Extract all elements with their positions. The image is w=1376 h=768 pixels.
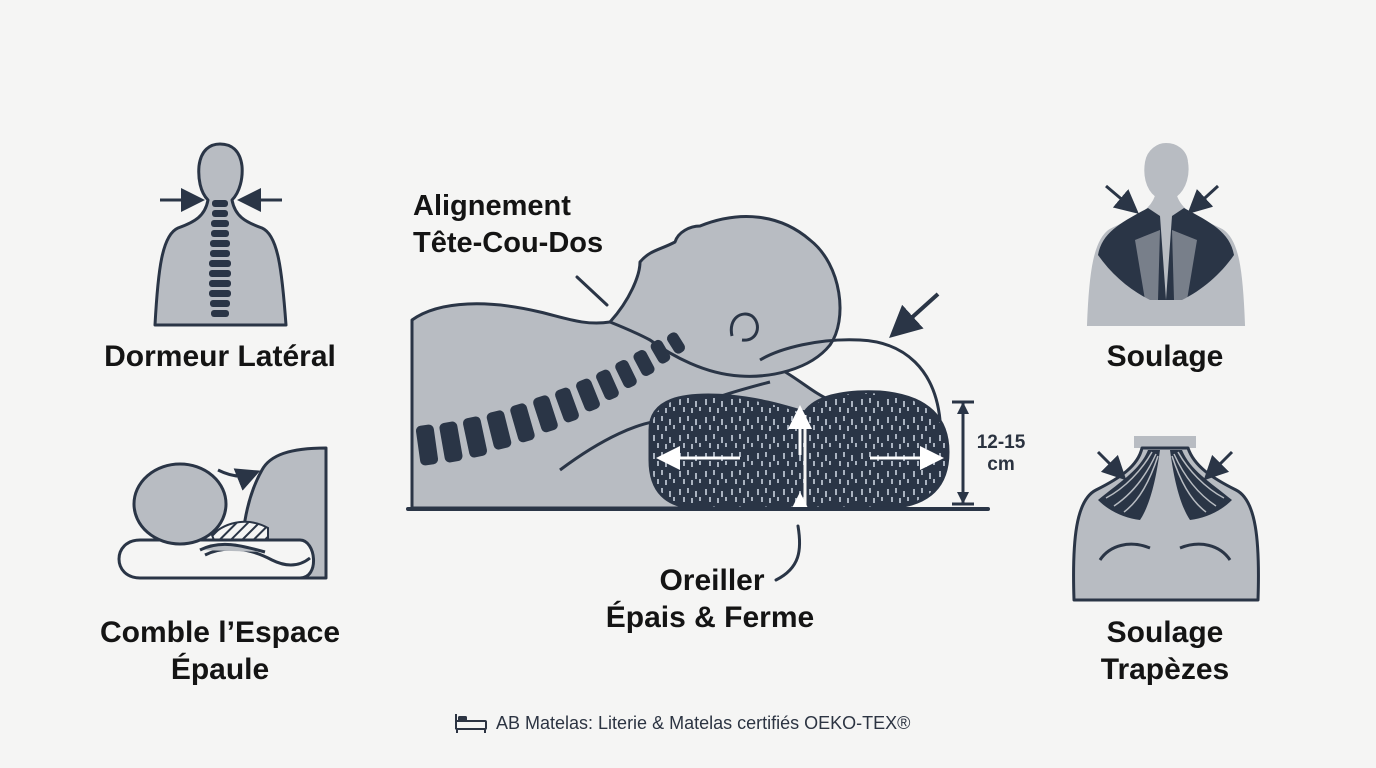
alignment-label: Alignement Tête-Cou-Dos: [413, 188, 653, 262]
pillow-line-1: Oreiller: [659, 564, 765, 597]
trapezius-label: Soulage Trapèzes: [1065, 614, 1265, 688]
back-relief-figure: [1086, 142, 1246, 326]
side-sleeper-label: Dormeur Latéral: [70, 338, 370, 375]
alignment-line-2: Tête-Cou-Dos: [413, 227, 604, 259]
pillow-line-2: Épais & Ferme: [605, 601, 815, 634]
shoulder-gap-figure: [117, 446, 328, 580]
alignment-line-1: Alignement: [413, 190, 571, 222]
pillow-label: Oreiller Épais & Ferme: [580, 562, 840, 636]
relief-text: Soulage: [1106, 340, 1224, 373]
pillow-height-unit: cm: [987, 454, 1015, 475]
trapezius-line-2: Trapèzes: [1100, 653, 1230, 686]
side-sleeper-figure: [153, 142, 288, 327]
footer-text: AB Matelas: Literie & Matelas certifiés …: [496, 712, 911, 733]
shoulder-gap-line-2: Épaule: [170, 653, 270, 686]
side-sleeper-text: Dormeur Latéral: [104, 340, 336, 373]
trapezius-relief-figure: [1072, 436, 1260, 602]
bed-icon: [455, 714, 487, 733]
relief-label: Soulage: [1065, 338, 1265, 375]
shoulder-gap-label: Comble l’Espace Épaule: [70, 614, 370, 688]
shoulder-gap-line-1: Comble l’Espace: [99, 616, 341, 649]
alignment-diagram: [406, 215, 990, 582]
trapezius-line-1: Soulage: [1106, 616, 1224, 649]
pillow-height-label: 12-15 cm: [968, 432, 1034, 476]
pillow-height-value: 12-15: [976, 432, 1026, 453]
footer: AB Matelas: Literie & Matelas certifiés …: [454, 710, 910, 736]
